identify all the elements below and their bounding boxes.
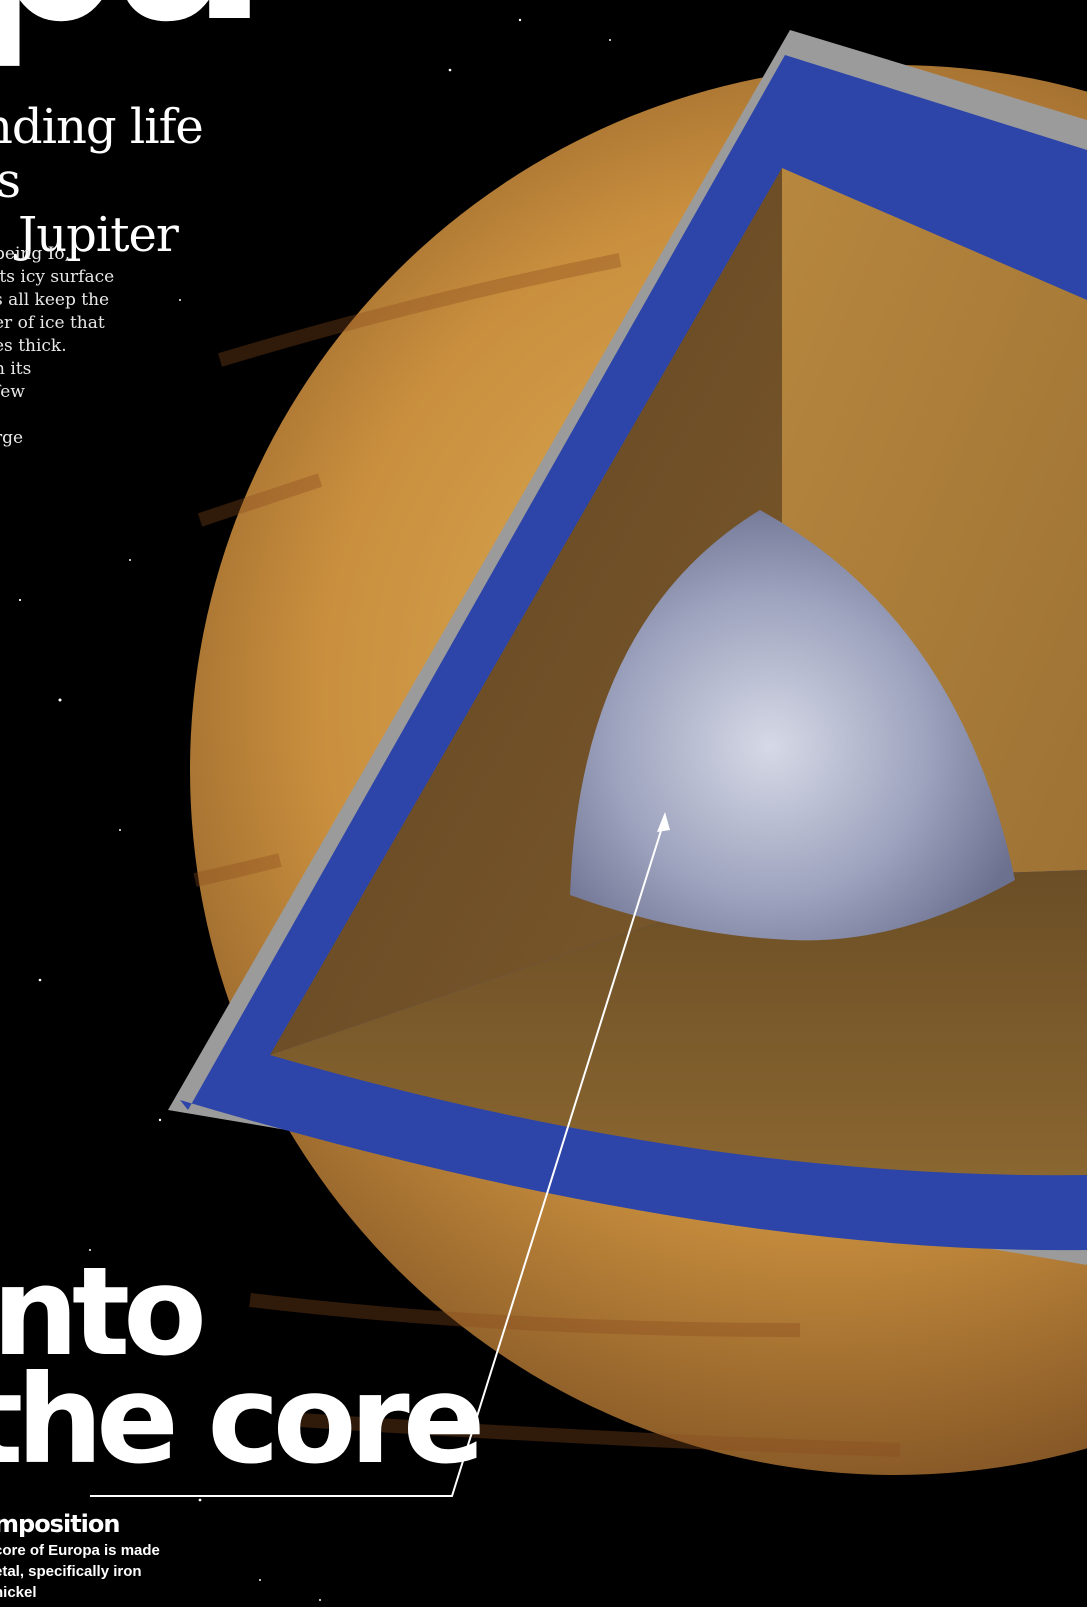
subtitle-line-2: Jupiter (18, 207, 179, 263)
magazine-title-fragment: pa (0, 0, 268, 55)
intro-line: few (0, 382, 25, 402)
intro-line (0, 404, 124, 427)
mantle-bottom-face (270, 870, 1087, 1176)
article-subtitle: nding life is Jupiter (0, 100, 242, 262)
crust-streaks (193, 253, 901, 1457)
callout-line: core of Europa is made (0, 1542, 160, 1559)
callout-body: core of Europa is made etal, specificall… (0, 1540, 194, 1603)
intro-line: being Io, (0, 244, 70, 264)
intro-line: es thick. (0, 336, 67, 356)
callout-arrowhead (657, 812, 670, 832)
intro-line: its icy surface (0, 267, 115, 287)
callout-leader-line (90, 817, 666, 1497)
callout-line: etal, specifically iron (0, 1563, 142, 1580)
headline-line-1: nto (0, 1241, 207, 1383)
intro-line: er of ice that (0, 313, 105, 333)
star-field (18, 18, 611, 1601)
iron-nickel-core (570, 510, 1015, 941)
subtitle-line-1: nding life is (0, 99, 204, 209)
intro-paragraph: being Io, its icy surface s all keep the… (0, 243, 124, 450)
callout-title: mposition (0, 1510, 120, 1538)
intro-line: rge (0, 428, 24, 448)
intro-line: h its (0, 359, 32, 379)
feature-headline: nto the core (0, 1241, 485, 1491)
intro-line: s all keep the (0, 290, 110, 310)
headline-line-2: the core (0, 1349, 485, 1491)
